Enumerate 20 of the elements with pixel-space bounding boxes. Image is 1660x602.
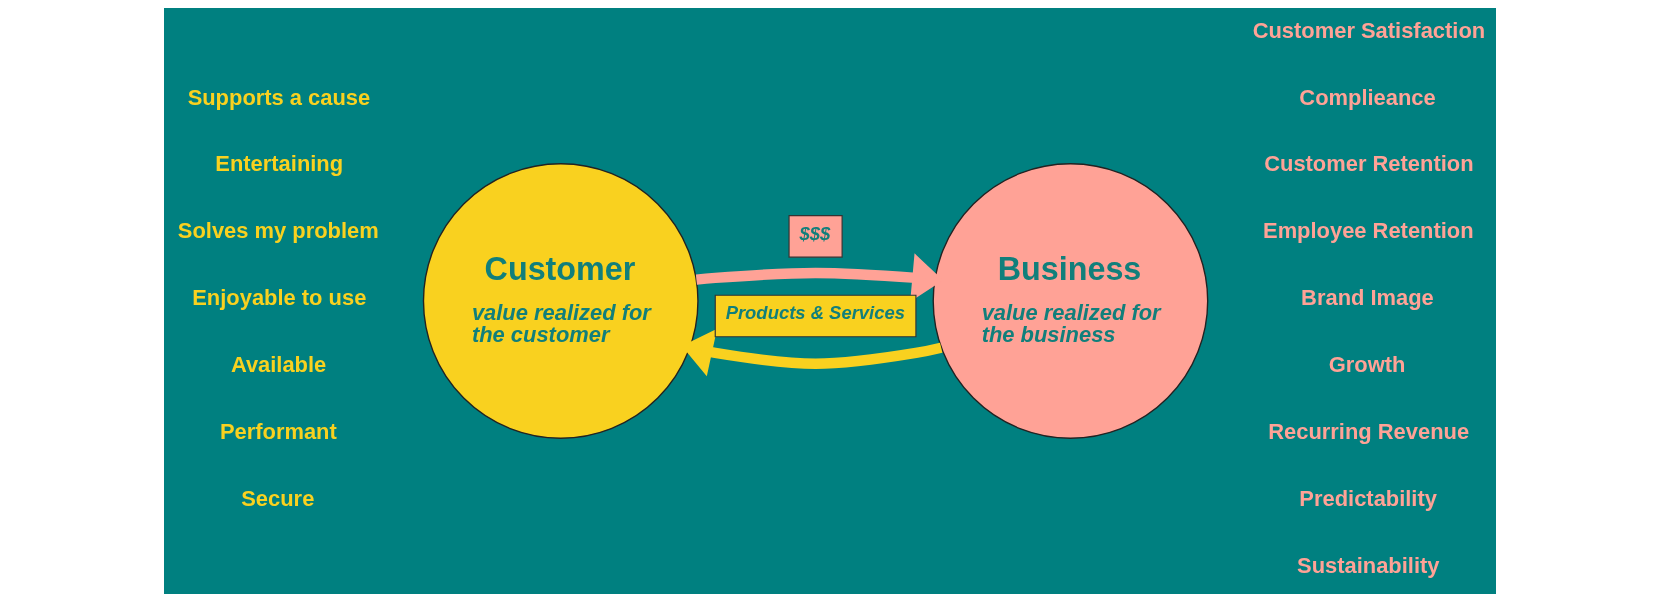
- node-label: Customer Retention: [1264, 151, 1474, 177]
- node-label: Supports a cause: [187, 84, 371, 110]
- node-circle: Business value realized for the business: [932, 163, 1209, 439]
- node-label: Solves my problem: [177, 218, 379, 244]
- node-label: Growth: [1328, 352, 1406, 378]
- node-label: Recurring Revenue: [1268, 419, 1470, 445]
- node-label: Customer Satisfaction: [1252, 17, 1486, 43]
- edge-label: $$$: [799, 222, 831, 244]
- node-label: Entertaining: [215, 151, 344, 177]
- node-label: Predictability: [1299, 485, 1437, 511]
- node-label: Complieance: [1299, 84, 1436, 110]
- node-label: Available: [230, 352, 327, 378]
- node-label: Secure: [241, 485, 315, 511]
- node-circle: Customer value realized for the customer: [422, 163, 699, 439]
- node-label: Employee Retention: [1263, 218, 1474, 244]
- node-label: Sustainability: [1297, 552, 1440, 578]
- node-label: Brand Image: [1301, 285, 1434, 311]
- edge-label: Products & Services: [725, 302, 905, 324]
- node-label: Enjoyable to use: [192, 285, 367, 311]
- node-label: Performant: [219, 419, 337, 445]
